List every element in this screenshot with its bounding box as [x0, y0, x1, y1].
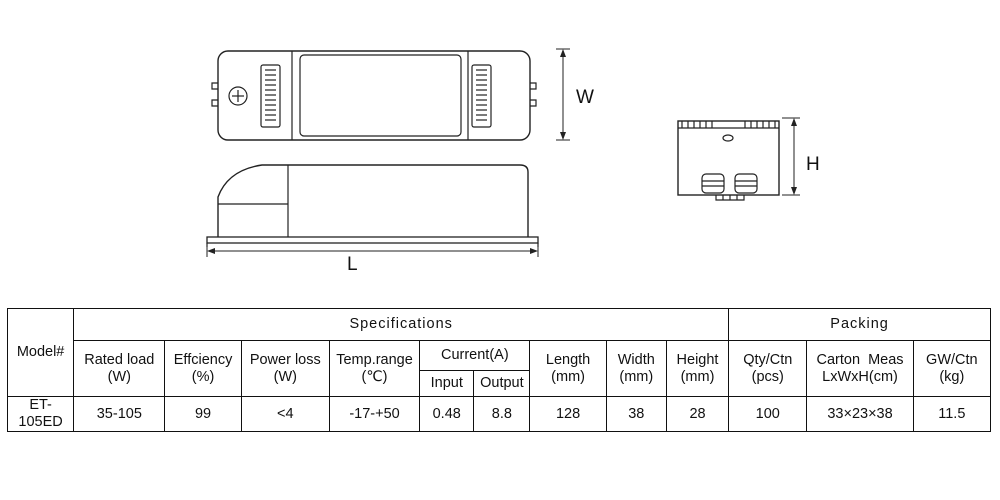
right-terminal-tabs [530, 82, 537, 107]
label-window [299, 54, 462, 137]
current-header: Current(A) [419, 340, 531, 371]
gw-ctn-cell: 11.5 [912, 396, 992, 432]
height-header-unit: (mm) [680, 368, 715, 385]
side-view [206, 164, 539, 247]
carton-meas-header-label: Carton Meas [816, 351, 904, 368]
rated-load-header: Rated load (W) [73, 340, 166, 397]
output-current-cell: 8.8 [473, 396, 531, 432]
carton-meas-header: Carton Meas LxWxH(cm) [806, 340, 914, 397]
height-header: Height (mm) [665, 340, 730, 397]
specifications-header: Specifications [73, 308, 730, 341]
gw-ctn-header-label: GW/Ctn [926, 351, 978, 368]
height-cell: 28 [665, 396, 730, 432]
top-view-body [217, 50, 531, 141]
product-dimension-drawing: W L H [206, 48, 820, 275]
side-view-base-plate [206, 236, 539, 244]
qty-ctn-header: Qty/Ctn (pcs) [728, 340, 808, 397]
efficiency-cell: 99 [164, 396, 242, 432]
width-header-unit: (mm) [619, 368, 654, 385]
left-terminal-tabs [211, 82, 218, 107]
rated-load-header-unit: (W) [107, 368, 131, 385]
table-header-row-groups: Model# Specifications Packing [6, 308, 991, 397]
qty-ctn-cell: 100 [728, 396, 808, 432]
table-header-row-columns: Rated load (W) Effciency (%) Power loss … [8, 340, 992, 397]
power-loss-header-unit: (W) [273, 368, 297, 385]
model-header: Model# [6, 308, 75, 397]
temp-range-cell: -17-+50 [328, 396, 421, 432]
dimension-label-length: L [347, 254, 358, 275]
end-view-terminals [701, 173, 758, 201]
end-view-hole [722, 134, 734, 142]
length-header: Length (mm) [529, 340, 607, 397]
gw-ctn-header: GW/Ctn (kg) [912, 340, 992, 397]
specification-table: Model# Specifications Packing Rated load… [6, 308, 992, 432]
length-cell: 128 [529, 396, 607, 432]
top-view [211, 50, 537, 141]
table-row: ET-105ED 35-105 99 <4 -17-+50 0.48 8.8 1… [6, 396, 992, 432]
dimension-label-height: H [806, 154, 820, 175]
side-view-body [217, 164, 529, 237]
temp-range-header: Temp.range (℃) [328, 340, 421, 397]
carton-meas-header-unit: LxWxH(cm) [822, 368, 898, 385]
left-vent-grille [260, 64, 281, 128]
height-header-label: Height [676, 351, 719, 368]
screw-icon [228, 86, 248, 106]
table-header-row-subcolumns: Input Output [8, 370, 991, 397]
dimension-label-width: W [576, 87, 594, 108]
rated-load-header-label: Rated load [84, 351, 155, 368]
output-current-header: Output [473, 370, 531, 397]
efficiency-header: Effciency (%) [164, 340, 242, 397]
length-header-unit: (mm) [551, 368, 585, 385]
efficiency-header-label: Effciency [173, 351, 233, 368]
input-current-header: Input [419, 370, 475, 397]
qty-ctn-header-label: Qty/Ctn [743, 351, 793, 368]
qty-ctn-header-unit: (pcs) [751, 368, 784, 385]
efficiency-header-unit: (%) [191, 368, 215, 385]
width-cell: 38 [605, 396, 667, 432]
model-cell: ET-105ED [6, 396, 75, 432]
length-header-label: Length [545, 351, 591, 368]
temp-range-header-label: Temp.range [336, 351, 413, 368]
dimension-lines [206, 48, 800, 257]
gw-ctn-header-unit: (kg) [939, 368, 965, 385]
power-loss-cell: <4 [240, 396, 330, 432]
power-loss-header: Power loss (W) [240, 340, 330, 397]
power-loss-header-label: Power loss [249, 351, 321, 368]
end-view-body [677, 120, 780, 196]
temp-range-header-unit: (℃) [361, 368, 388, 385]
packing-header: Packing [728, 308, 991, 341]
carton-meas-cell: 33×23×38 [806, 396, 914, 432]
width-header: Width (mm) [605, 340, 667, 397]
right-vent-grille [471, 64, 492, 128]
width-header-label: Width [617, 351, 655, 368]
end-view [677, 120, 780, 201]
input-current-cell: 0.48 [419, 396, 475, 432]
rated-load-cell: 35-105 [73, 396, 166, 432]
